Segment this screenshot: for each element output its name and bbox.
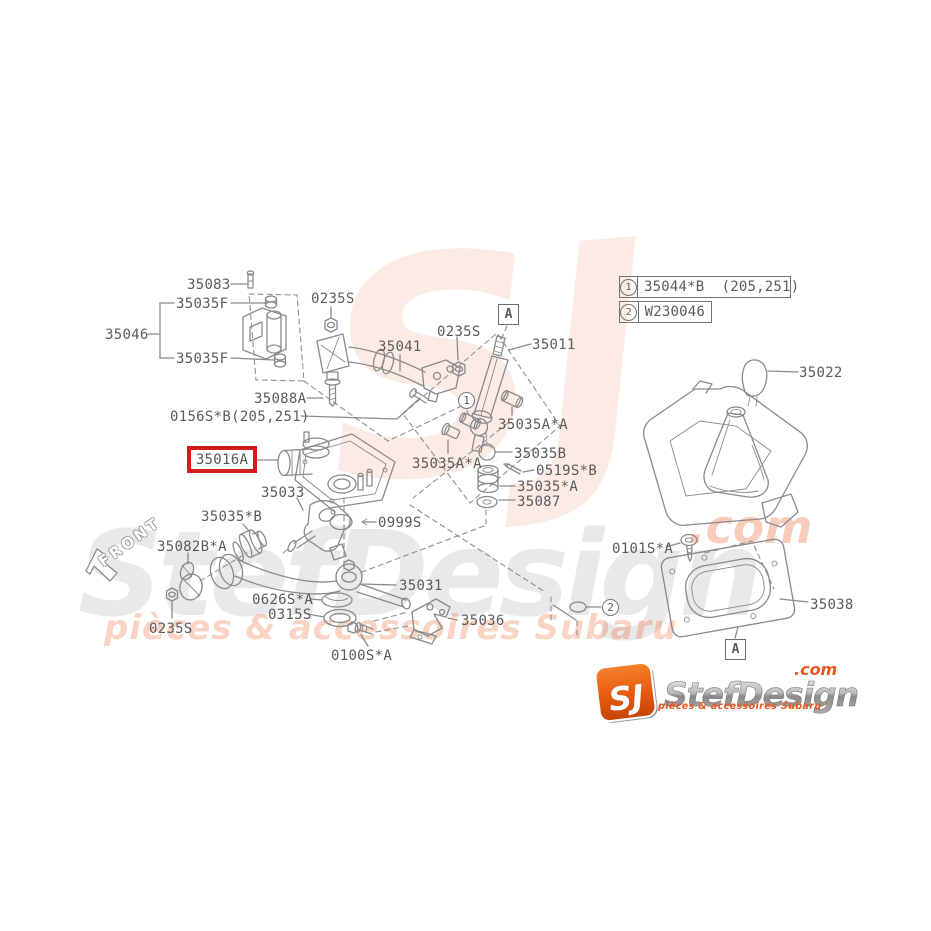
part-label-35022: 35022 bbox=[799, 365, 843, 381]
projection-outline-lever bbox=[402, 332, 561, 504]
projection-line-mid bbox=[303, 380, 471, 442]
plate-35038 bbox=[660, 538, 809, 639]
legend-row-1: 1 35044*B (205,251) bbox=[619, 276, 799, 298]
legend-1-circle: 1 bbox=[620, 278, 637, 296]
part-label-0101s-a: 0101S*A bbox=[612, 541, 674, 557]
part-label-35016a: 35016A bbox=[195, 451, 249, 468]
projection-line-clip bbox=[409, 504, 546, 593]
plates-35082b-a bbox=[179, 552, 248, 601]
sj-icon-monogram: SJ bbox=[607, 677, 646, 719]
callout-2-circle: 2 bbox=[602, 599, 619, 616]
part-label-35088a: 35088A bbox=[254, 391, 307, 407]
clip-callout-2 bbox=[550, 596, 602, 639]
part-label-0519s-b: 0519S*B bbox=[536, 463, 598, 479]
leader-0156s bbox=[300, 397, 421, 420]
part-label-35035-a: 35035*A bbox=[517, 479, 579, 495]
legend-row-2: 2 W230046 bbox=[619, 301, 712, 323]
legend-2-code: W230046 bbox=[644, 304, 705, 320]
cylinder-35035a-a-right bbox=[500, 389, 524, 409]
part-label-35035b: 35035B bbox=[514, 446, 567, 462]
part-label-35031: 35031 bbox=[399, 578, 443, 594]
bushing-35035f-top bbox=[264, 295, 278, 309]
part-label-0626s-a: 0626S*A bbox=[252, 592, 314, 608]
part-label-35041: 35041 bbox=[378, 339, 422, 355]
brand-logo-art: SJ StefDesign bbox=[594, 661, 858, 723]
console-35022 bbox=[643, 359, 808, 528]
detail-ref-a-top: A bbox=[498, 304, 519, 325]
pin-0519s-b bbox=[503, 463, 535, 475]
nut-0235s-bottom bbox=[165, 587, 179, 619]
callout-1-circle: 1 bbox=[458, 392, 475, 409]
part-label-35035f-bottom: 35035F bbox=[176, 351, 229, 367]
bolt-35088a bbox=[306, 371, 341, 407]
brand-logo-tld: .com bbox=[794, 660, 838, 679]
part-label-35036: 35036 bbox=[461, 613, 505, 629]
rod-35041 bbox=[316, 333, 461, 403]
part-label-35035a-a-right: 35035A*A bbox=[498, 417, 568, 433]
legend-2-number-cell: 2 bbox=[620, 302, 639, 322]
part-label-0999s: 0999S bbox=[378, 515, 422, 531]
part-label-35035-b: 35035*B bbox=[201, 509, 263, 525]
sj-icon: SJ bbox=[594, 661, 658, 723]
detail-ref-a-bottom: A bbox=[725, 639, 746, 660]
front-arrow bbox=[85, 548, 118, 582]
part-label-35083: 35083 bbox=[187, 277, 231, 293]
washer-0626s bbox=[309, 592, 353, 608]
highlighted-part-box: 35016A bbox=[187, 446, 257, 473]
part-label-35035f-top: 35035F bbox=[176, 296, 229, 312]
pin-35083 bbox=[230, 270, 255, 289]
part-label-0235s-bottom: 0235S bbox=[149, 621, 193, 637]
lever-lower-stack bbox=[361, 422, 535, 573]
bracket-35033 bbox=[282, 497, 351, 561]
part-label-0156s-b: 0156S*B(205,251) bbox=[170, 409, 310, 425]
legend-1-code: 35044*B (205,251) bbox=[644, 279, 800, 295]
brand-logo-tagline: pièces & accessoires Subaru bbox=[658, 701, 822, 712]
bushing-35035f-bottom bbox=[273, 353, 287, 368]
brand-logo: SJ StefDesign .com pièces & accessoires … bbox=[588, 658, 858, 730]
bolt-0100s-a bbox=[347, 621, 374, 647]
part-label-35033: 35033 bbox=[261, 485, 305, 501]
washer-0999s bbox=[329, 513, 377, 531]
screw-0101s-a bbox=[665, 533, 698, 562]
bushing-35035-b bbox=[232, 529, 267, 562]
part-label-0235s-mid: 0235S bbox=[437, 324, 481, 340]
nut-0235s-top bbox=[324, 306, 338, 333]
brand-logo-text: StefDesign bbox=[664, 675, 858, 714]
part-label-35082b-a: 35082B*A bbox=[157, 539, 227, 555]
part-label-35087: 35087 bbox=[517, 494, 561, 510]
lever-35011 bbox=[469, 325, 532, 453]
insert-cylinders bbox=[441, 389, 524, 454]
part-label-0100s-a: 0100S*A bbox=[331, 648, 393, 664]
bolt-0156s bbox=[409, 388, 429, 404]
part-label-35011: 35011 bbox=[532, 337, 576, 353]
bracket-35046 bbox=[147, 302, 287, 361]
part-label-35046: 35046 bbox=[105, 327, 149, 343]
plate-35016a bbox=[256, 431, 396, 509]
part-label-35035a-a-left: 35035A*A bbox=[412, 456, 482, 472]
ring-0315s bbox=[307, 608, 357, 628]
part-label-0315s: 0315S bbox=[268, 607, 312, 623]
nut-0235s-mid bbox=[452, 336, 466, 377]
legend-2-circle: 2 bbox=[620, 303, 638, 321]
projection-outline-bracket bbox=[248, 293, 305, 382]
rod-35031 bbox=[209, 553, 411, 610]
part-label-35038: 35038 bbox=[810, 597, 854, 613]
legend-1-number-cell: 1 bbox=[620, 277, 638, 297]
part-label-0235s-top: 0235S bbox=[311, 291, 355, 307]
bracket-35036 bbox=[373, 598, 458, 645]
